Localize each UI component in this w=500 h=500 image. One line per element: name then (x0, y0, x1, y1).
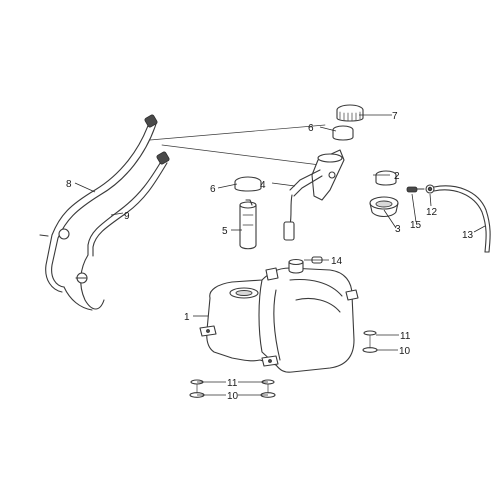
callout-2: 2 (394, 171, 400, 182)
callout-15: 15 (410, 220, 422, 231)
callout-1: 1 (184, 312, 190, 323)
fuel-tank (199, 258, 359, 373)
callout-9: 9 (124, 211, 130, 222)
filter-seal-ring (234, 176, 262, 192)
hose-clip (425, 184, 435, 194)
callout-labels: 1 2 3 4 5 6 6 7 8 9 10 10 11 11 12 13 14… (66, 111, 474, 402)
vent-valve (406, 186, 425, 193)
callout-10-right: 10 (399, 346, 411, 357)
fuel-pump (283, 149, 345, 241)
callout-12: 12 (426, 207, 438, 218)
filler-tube (239, 199, 257, 250)
assembly-reference-lines (149, 124, 326, 166)
callout-11-left: 11 (227, 378, 238, 389)
callout-8: 8 (66, 179, 72, 190)
callout-6-pump-seal: 6 (308, 123, 314, 134)
callout-10-left: 10 (227, 391, 239, 402)
tank-support-bracket (39, 114, 170, 311)
callout-6-filter-seal: 6 (210, 184, 216, 195)
ring-nut (336, 104, 364, 122)
callout-3: 3 (395, 224, 401, 235)
breather-hose (433, 185, 491, 253)
callout-4: 4 (260, 180, 266, 191)
cap-gasket (369, 196, 399, 218)
leader-lines (74, 114, 486, 396)
callout-5: 5 (222, 226, 228, 237)
callout-11-right: 11 (400, 331, 411, 342)
callout-7: 7 (392, 111, 398, 122)
callout-14: 14 (331, 256, 343, 267)
callout-13: 13 (462, 230, 474, 241)
filler-cap (375, 170, 397, 186)
pump-seal-ring (332, 125, 354, 141)
